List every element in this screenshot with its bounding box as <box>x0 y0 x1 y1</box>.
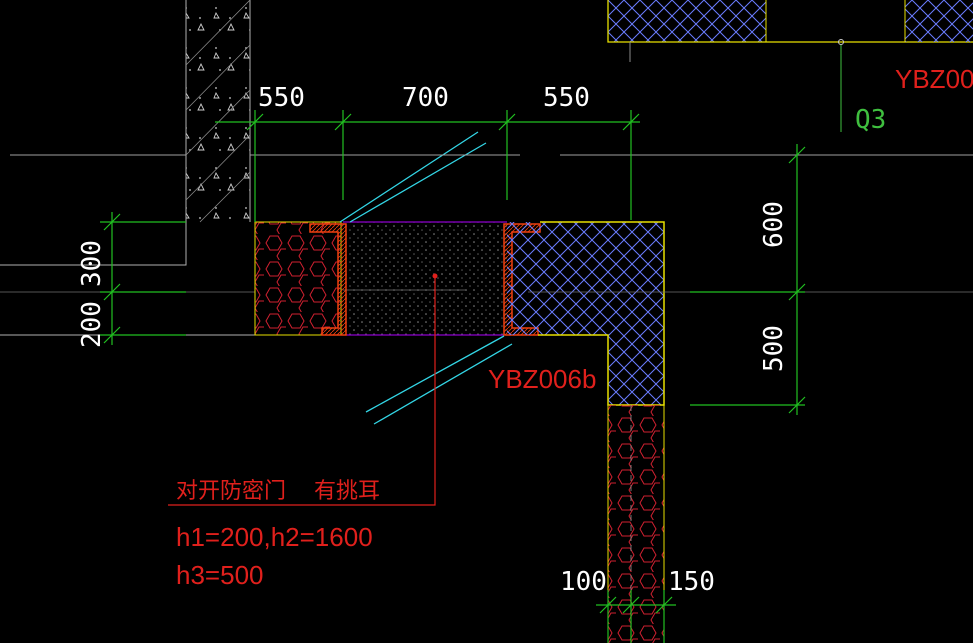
door-frame-left <box>309 223 347 336</box>
dim-left-upper: 300 <box>77 240 107 287</box>
dimension-lines <box>100 110 806 643</box>
dim-top-right: 550 <box>543 83 590 113</box>
masonry-block-left <box>254 221 342 336</box>
label-ybz001: YBZ001 <box>895 64 973 94</box>
door-note: 对开防密门 有挑耳 h1=200,h2=1600 h3=500 <box>168 278 436 590</box>
dim-top-mid: 700 <box>402 83 449 113</box>
note-title: 对开防密门 有挑耳 <box>176 479 380 504</box>
dim-right-lower: 500 <box>759 325 789 372</box>
label-q3: Q3 <box>855 105 886 135</box>
q3-leader <box>838 39 844 132</box>
door-leaf-top <box>339 131 487 223</box>
door-opening <box>343 221 507 336</box>
left-concrete-wall <box>0 0 255 336</box>
top-right-column <box>607 0 973 62</box>
dim-top-left: 550 <box>258 83 305 113</box>
note-line2: h3=500 <box>176 560 263 590</box>
masonry-wall-bottom <box>607 405 665 643</box>
note-line1: h1=200,h2=1600 <box>176 522 373 552</box>
dim-right-upper: 600 <box>759 201 789 248</box>
label-ybz006b: YBZ006b <box>488 364 596 394</box>
dim-bottom-right: 150 <box>668 567 715 597</box>
dim-bottom-left: 100 <box>560 567 607 597</box>
dim-left-lower: 200 <box>77 301 107 348</box>
